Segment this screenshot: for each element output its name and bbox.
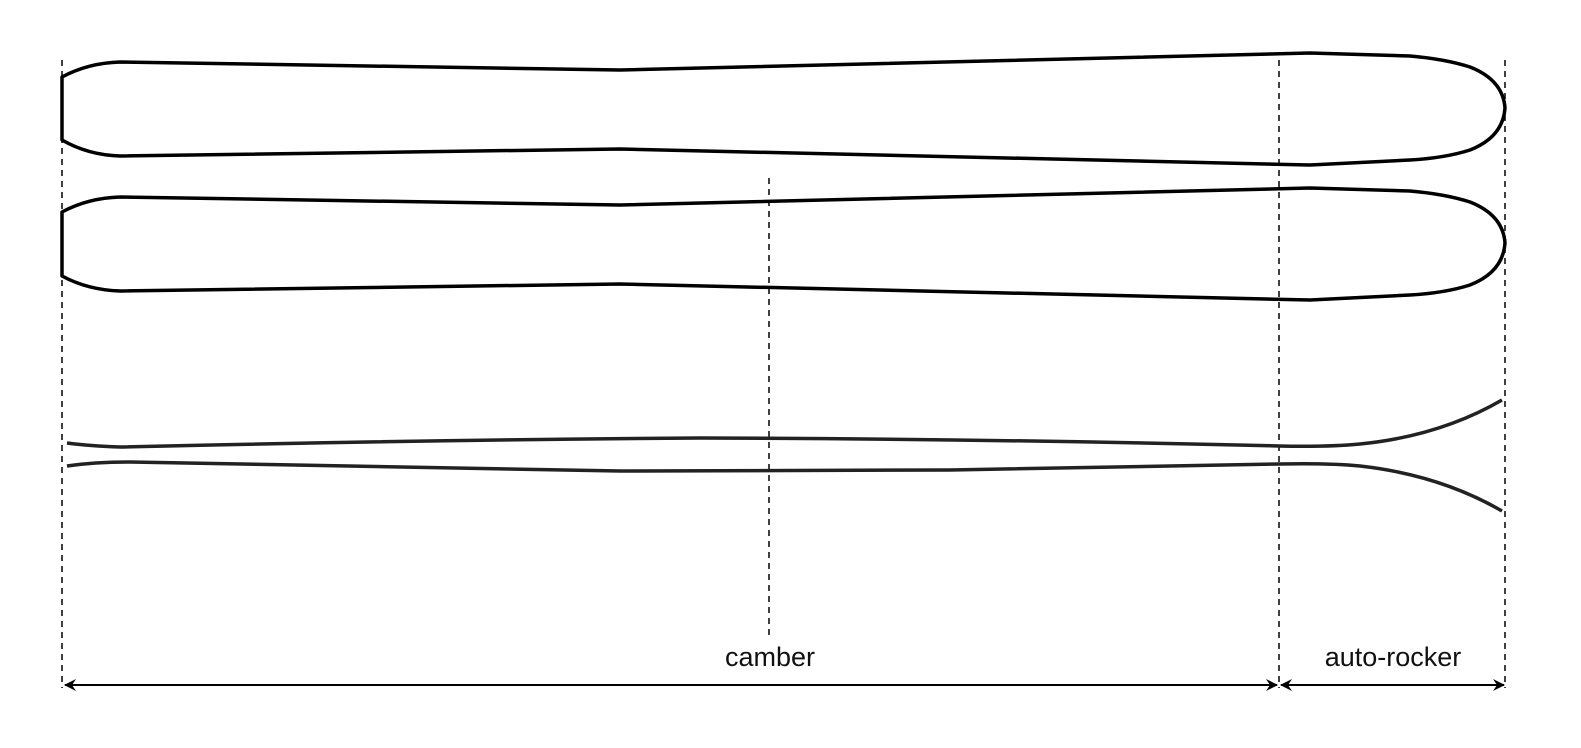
camber-label: camber: [725, 642, 815, 672]
ski-profile-base: [66, 460, 1503, 513]
ski-profile-topsheet: [66, 398, 1503, 449]
auto-rocker-label: auto-rocker: [1325, 642, 1462, 672]
ski-outline-top: [60, 51, 1507, 167]
ski-outline-bottom: [60, 186, 1507, 302]
